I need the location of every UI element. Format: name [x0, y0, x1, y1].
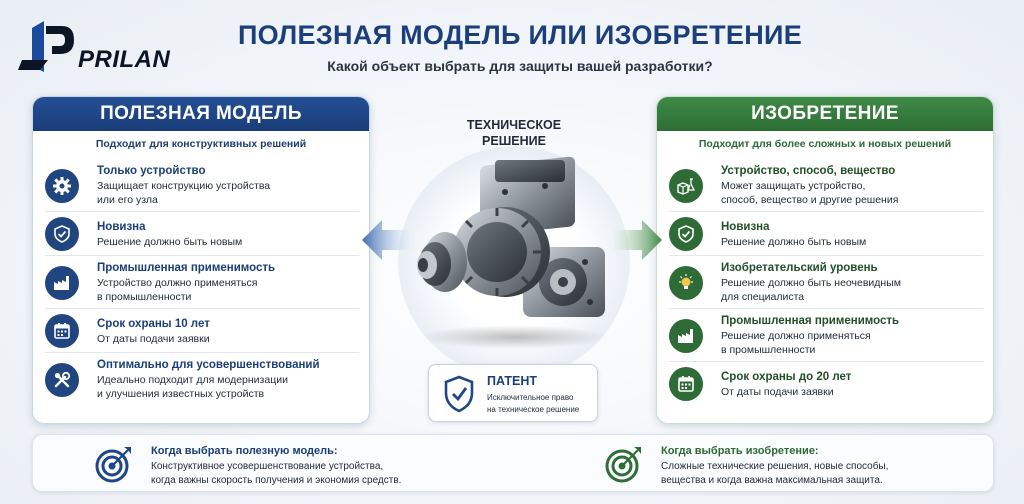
- list-item: Новизна Решение должно быть новым: [45, 211, 359, 255]
- item-desc: Решение должно быть новым: [721, 235, 867, 248]
- tools-icon: [45, 362, 79, 397]
- list-item: Оптимально для усовершенствований Идеаль…: [45, 352, 359, 405]
- item-title: Новизна: [721, 220, 770, 233]
- recommendations-bar: Когда выбрать полезную модель: Конструкт…: [32, 434, 994, 492]
- item-desc: Может защищать устройство,: [721, 180, 866, 192]
- gear-icon: [45, 168, 79, 203]
- utility-model-header: ПОЛЕЗНАЯ МОДЕЛЬ: [33, 97, 369, 131]
- item-desc: в промышленности: [721, 344, 816, 356]
- target-icon: [605, 447, 641, 483]
- item-title: Только устройство: [97, 165, 206, 177]
- calendar-icon: [45, 314, 79, 348]
- target-icon: [95, 447, 131, 483]
- list-item: Промышленная применимость Устройство дол…: [45, 255, 359, 308]
- item-desc: Решение должно быть новым: [97, 235, 243, 248]
- list-item: Промышленная применимость Решение должно…: [669, 308, 983, 361]
- list-item: Срок охраны до 20 лет От даты подачи зая…: [669, 361, 983, 405]
- tip-desc-line1: Конструктивное усовершенствование устрой…: [151, 461, 384, 472]
- patent-title: ПАТЕНТ: [487, 374, 538, 388]
- item-desc: в промышленности: [97, 291, 192, 303]
- item-title: Срок охраны 10 лет: [97, 317, 210, 330]
- patent-desc-line2: на техническое решение: [487, 405, 580, 414]
- item-title: Промышленная применимость: [97, 262, 276, 274]
- tip-desc-line1: Сложные технические решения, новые спосо…: [661, 461, 889, 472]
- technical-solution-line1: ТЕХНИЧЕСКОЕ: [466, 118, 562, 132]
- technical-solution-line2: РЕШЕНИЕ: [482, 134, 546, 148]
- calendar-icon: [669, 367, 703, 401]
- item-title: Оптимально для усовершенствований: [97, 359, 320, 371]
- gearbox-image: [417, 156, 610, 349]
- item-desc: или его узла: [97, 194, 158, 206]
- list-item: Новизна Решение должно быть новым: [669, 211, 983, 255]
- patent-desc: Исключительное право на техническое реше…: [487, 392, 595, 416]
- tip-title: Когда выбрать изобретение:: [661, 445, 819, 457]
- factory-icon: [669, 318, 703, 353]
- item-desc: От даты подачи заявки: [721, 385, 834, 398]
- item-desc: Защищает конструкцию устройства: [97, 180, 271, 192]
- item-desc: Устройство должно применяться: [97, 277, 258, 289]
- shield-check-icon: [45, 217, 79, 251]
- item-desc: Решение должно применяться: [721, 330, 871, 342]
- arrow-right-icon: [614, 220, 662, 260]
- patent-card: ПАТЕНТ Исключительное право на техническ…: [428, 364, 598, 422]
- utility-model-panel: ПОЛЕЗНАЯ МОДЕЛЬ Подходит для конструктив…: [32, 96, 370, 424]
- lightbulb-icon: [669, 265, 703, 300]
- technical-solution-title: ТЕХНИЧЕСКОЕ РЕШЕНИЕ: [455, 117, 573, 149]
- tip-title: Когда выбрать полезную модель:: [151, 445, 338, 457]
- prilan-logo-mark: [18, 21, 74, 72]
- invention-panel: ИЗОБРЕТЕНИЕ Подходит для более сложных и…: [656, 96, 994, 424]
- logo-wordmark: PRILAN: [78, 46, 171, 73]
- tip-desc: Сложные технические решения, новые спосо…: [661, 460, 888, 488]
- item-title: Новизна: [97, 220, 146, 233]
- item-desc: для специалиста: [721, 291, 805, 303]
- invention-header: ИЗОБРЕТЕНИЕ: [657, 97, 993, 131]
- utility-model-subtitle: Подходит для конструктивных решений: [95, 138, 307, 150]
- arrow-left-icon: [362, 220, 410, 260]
- list-item: Устройство, способ, вещество Может защищ…: [669, 159, 983, 211]
- item-desc: Идеально подходит для модернизации: [97, 374, 288, 386]
- prilan-logo: PRILAN: [18, 18, 193, 78]
- item-title: Промышленная применимость: [721, 315, 900, 327]
- flask-box-icon: [669, 168, 703, 203]
- list-item: Срок охраны 10 лет От даты подачи заявки: [45, 308, 359, 352]
- page-subtitle: Какой объект выбрать для защиты вашей ра…: [327, 58, 713, 74]
- item-desc: и улучшения известных устройств: [97, 388, 265, 400]
- item-title: Устройство, способ, вещество: [721, 165, 896, 177]
- item-desc: способ, вещество и другие решения: [721, 194, 899, 206]
- list-item: Изобретательский уровень Решение должно …: [669, 255, 983, 308]
- tip-desc-line2: вещества и когда важна максимальная защи…: [661, 475, 883, 486]
- tip-desc: Конструктивное усовершенствование устрой…: [151, 460, 401, 488]
- invention-subtitle: Подходит для более сложных и новых решен…: [698, 138, 952, 150]
- factory-icon: [45, 265, 79, 300]
- shield-check-icon: [444, 375, 474, 413]
- check-circle-icon: [669, 217, 703, 251]
- list-item: Только устройство Защищает конструкцию у…: [45, 159, 359, 211]
- patent-desc-line1: Исключительное право: [487, 393, 574, 402]
- item-title: Срок охраны до 20 лет: [721, 370, 852, 383]
- item-desc: От даты подачи заявки: [97, 332, 210, 345]
- item-desc: Решение должно быть неочевидным: [721, 277, 901, 289]
- page-title: ПОЛЕЗНАЯ МОДЕЛЬ ИЛИ ИЗОБРЕТЕНИЕ: [237, 20, 803, 50]
- item-title: Изобретательский уровень: [721, 262, 878, 274]
- tip-desc-line2: когда важны скорость получения и экономи…: [151, 475, 402, 486]
